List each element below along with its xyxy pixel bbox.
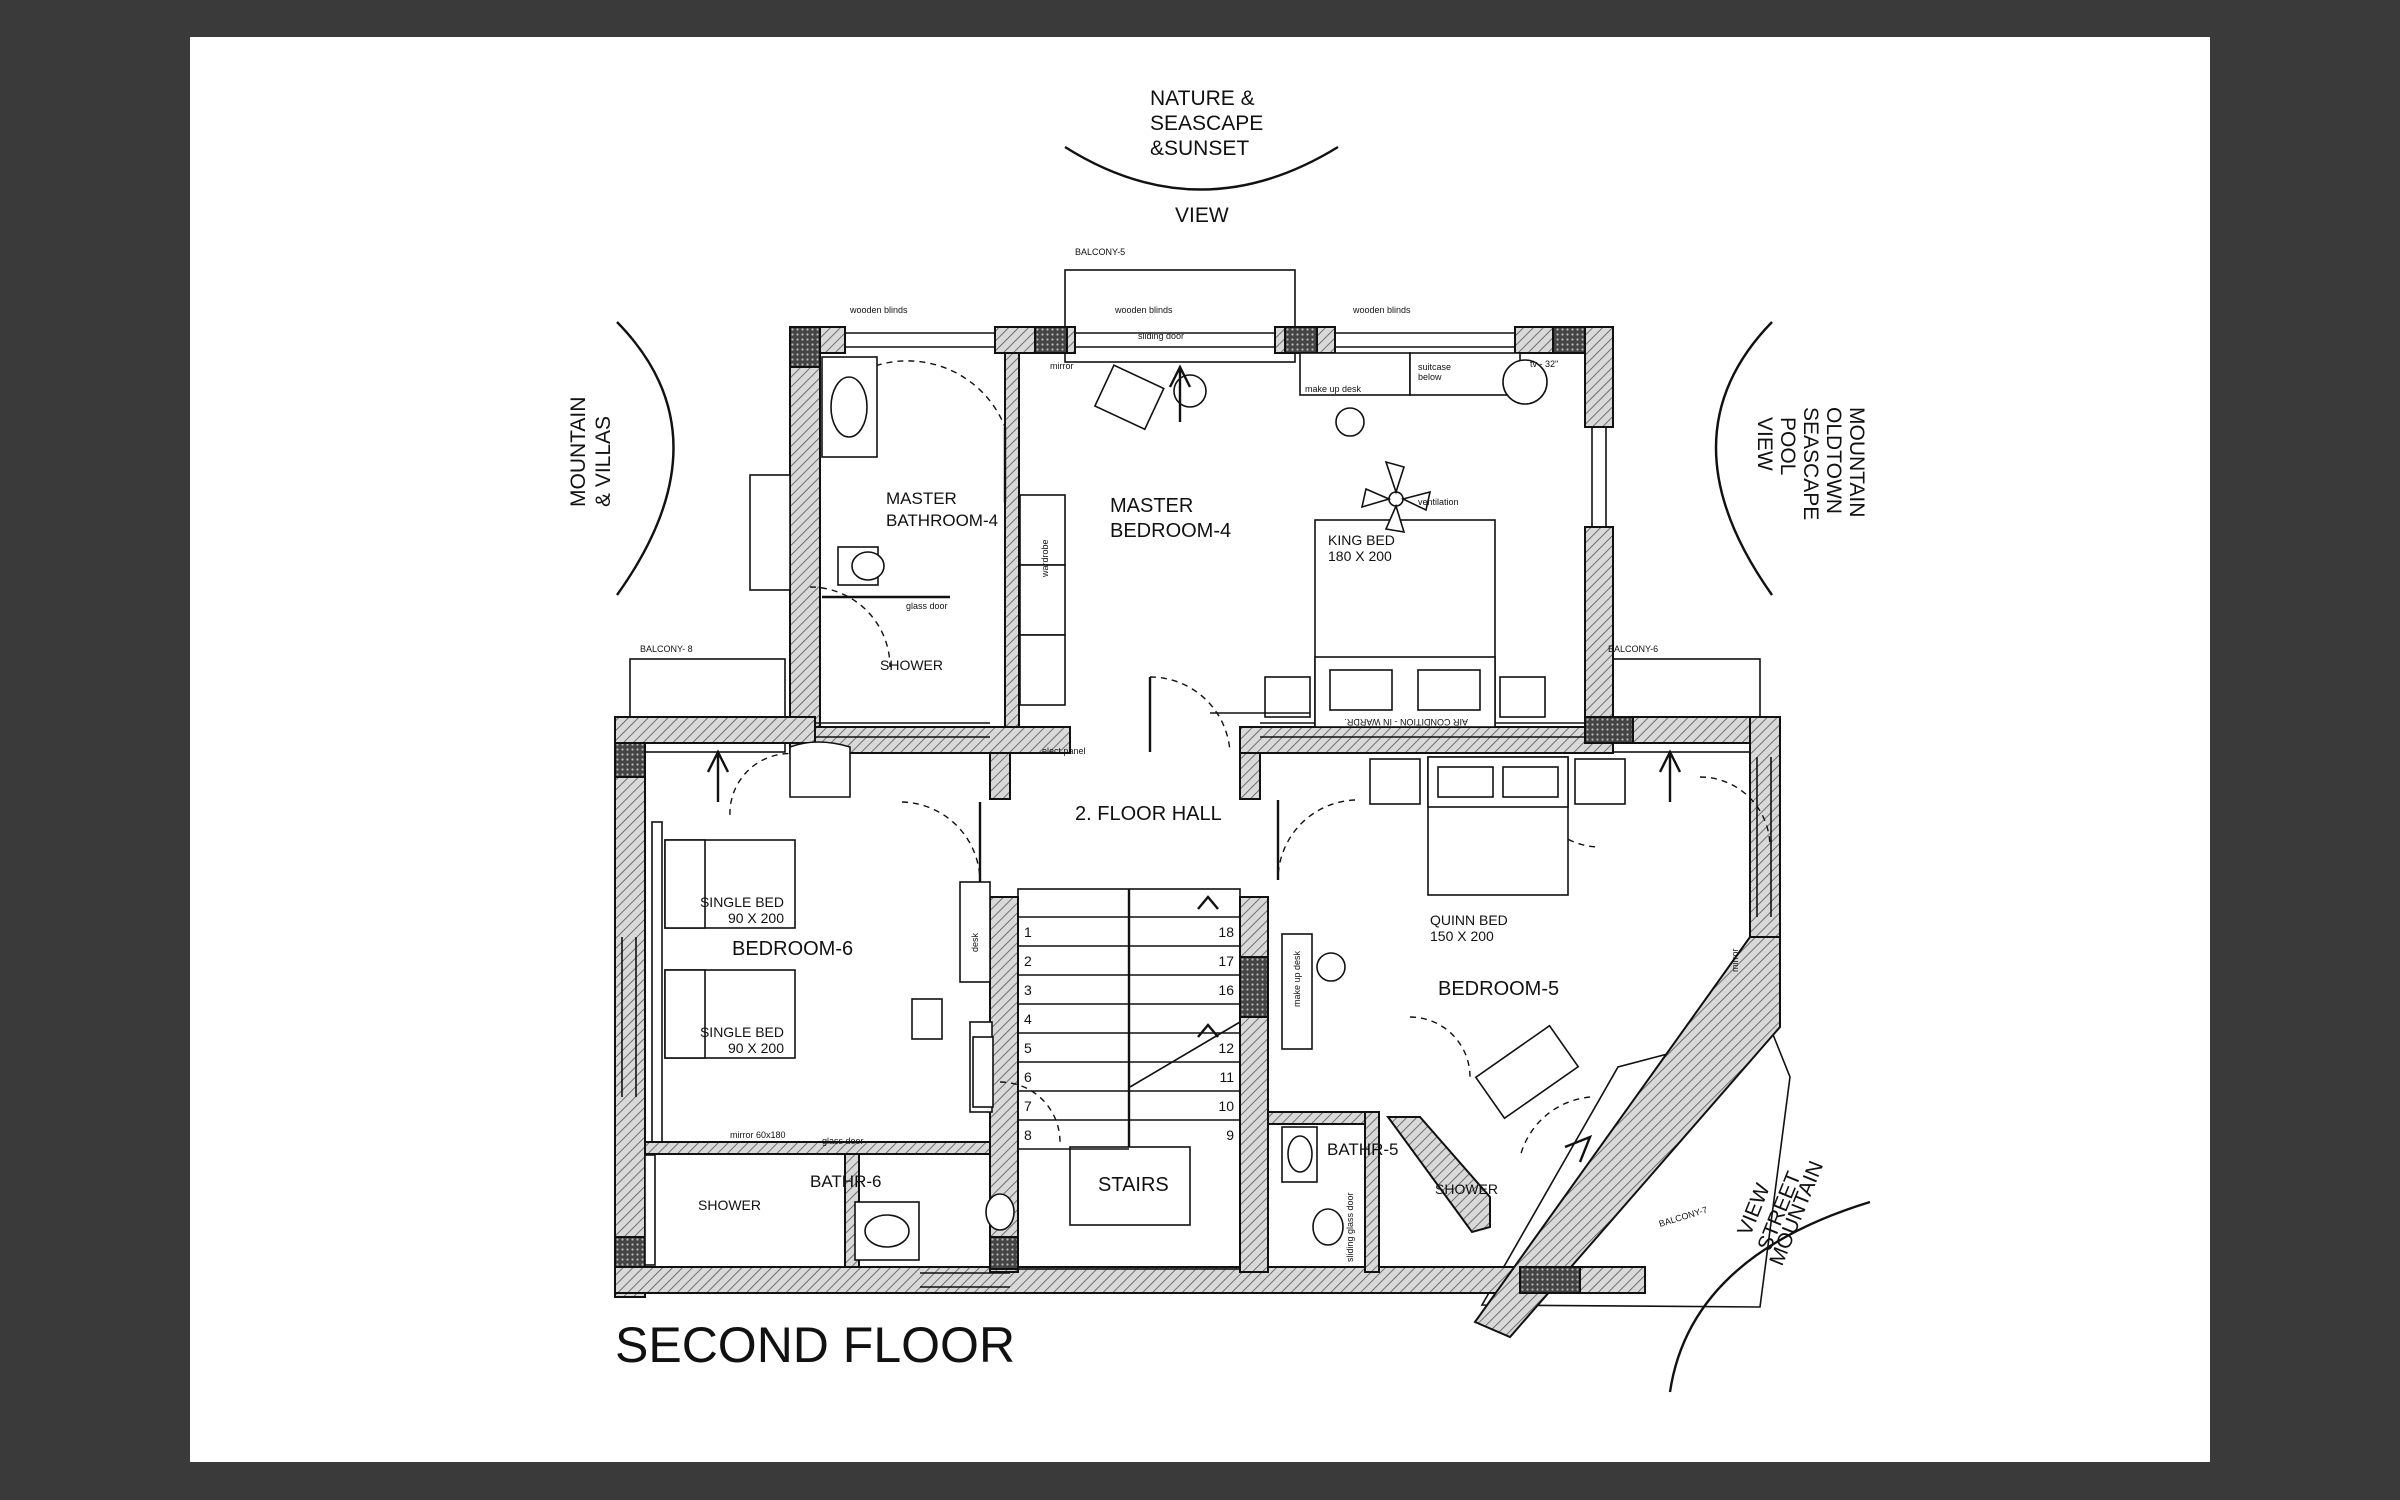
ceiling-fan-icon xyxy=(1360,460,1432,534)
stair-number: 7 xyxy=(1024,1098,1032,1114)
view-right-line4: POOL xyxy=(1776,417,1799,475)
room-master-bedroom-line1: MASTER xyxy=(1110,495,1193,517)
note-suitcase-line1: suitcase xyxy=(1418,362,1451,372)
note-mirror-1: mirror xyxy=(1050,361,1074,371)
bed-quinn-line2: 150 X 200 xyxy=(1430,928,1494,944)
room-bedroom6: BEDROOM-6 xyxy=(732,938,853,960)
bed-single1-line2: 90 X 200 xyxy=(728,910,784,926)
note-wardrobe: wardrobe xyxy=(1040,539,1050,578)
view-right-line3: SEASCAPE xyxy=(1799,407,1822,520)
bed-single1-line1: SINGLE BED xyxy=(700,894,784,910)
note-make-up-desk-2: make up desk xyxy=(1292,950,1302,1007)
stair-treads xyxy=(1018,916,1240,1150)
bed-labels: KING BED 180 X 200 QUINN BED 150 X 200 S… xyxy=(700,532,1508,1056)
note-sliding-glass-door: sliding glass door xyxy=(1345,1192,1355,1262)
stair-number: 12 xyxy=(1218,1040,1234,1056)
balconies xyxy=(629,269,1791,1308)
bed-single2-line2: 90 X 200 xyxy=(728,1040,784,1056)
note-glass-door-1: glass door xyxy=(906,601,948,611)
stair-number: 9 xyxy=(1226,1127,1234,1143)
room-shower-c: SHOWER xyxy=(1435,1181,1498,1197)
note-elect-panel: elect.panel xyxy=(1042,746,1086,756)
drawing-title: SECOND FLOOR xyxy=(615,1317,1015,1373)
stair-number: 3 xyxy=(1024,982,1032,998)
room-bedroom5: BEDROOM-5 xyxy=(1438,978,1559,1000)
room-labels: MASTER BEDROOM-4 MASTER BATHROOM-4 2. FL… xyxy=(698,489,1559,1213)
view-labels: NATURE & SEASCAPE &SUNSET VIEW MOUNTAIN … xyxy=(567,87,1868,1269)
note-tv: tv - 32" xyxy=(1530,359,1558,369)
view-left-line2: & VILLAS xyxy=(592,416,615,507)
stair-number: 18 xyxy=(1218,924,1234,940)
arrows xyxy=(706,364,1682,1163)
annotations: BALCONY-5 BALCONY- 8 BALCONY-6 BALCONY-7… xyxy=(640,247,1740,1262)
note-make-up-desk-1: make up desk xyxy=(1305,384,1362,394)
stair-number: 6 xyxy=(1024,1069,1032,1085)
stair-number: 5 xyxy=(1024,1040,1032,1056)
room-shower-b: SHOWER xyxy=(698,1197,761,1213)
furniture xyxy=(644,352,1548,1270)
room-master-bath-line1: MASTER xyxy=(886,489,957,508)
bed-king-line2: 180 X 200 xyxy=(1328,548,1392,564)
note-air-condition: AIR CONDITION - IN WARDR. xyxy=(1344,717,1468,727)
room-master-bath-line2: BATHROOM-4 xyxy=(886,511,998,530)
view-left-line1: MOUNTAIN xyxy=(567,397,590,507)
floor-plan: NATURE & SEASCAPE &SUNSET VIEW MOUNTAIN … xyxy=(567,87,1871,1393)
note-mirror-60: mirror 60x180 xyxy=(730,1130,786,1140)
view-arcs xyxy=(616,145,1871,1393)
bed-king-line1: KING BED xyxy=(1328,532,1395,548)
view-right-line2: OLDTOWN xyxy=(1822,407,1845,514)
note-ventilation: ventilation xyxy=(1418,497,1459,507)
note-wooden-blinds-1: wooden blinds xyxy=(849,305,908,315)
room-stairs: STAIRS xyxy=(1098,1174,1169,1196)
view-top-line3: &SUNSET xyxy=(1150,137,1249,160)
stair-numbers-right: 18 17 16 12 11 10 9 xyxy=(1218,924,1234,1143)
note-balcony7: BALCONY-7 xyxy=(1658,1205,1709,1229)
stair-number: 4 xyxy=(1024,1011,1032,1027)
room-hall: 2. FLOOR HALL xyxy=(1075,803,1222,825)
view-top-view: VIEW xyxy=(1175,204,1229,227)
walls xyxy=(614,326,1781,1339)
note-sliding-door: sliding door xyxy=(1138,331,1184,341)
stair-number: 10 xyxy=(1218,1098,1234,1114)
room-bathr6: BATHR-6 xyxy=(810,1172,881,1191)
note-balcony8: BALCONY- 8 xyxy=(640,644,693,654)
note-wooden-blinds-3: wooden blinds xyxy=(1352,305,1411,315)
stair-number: 16 xyxy=(1218,982,1234,998)
stair-numbers-left: 1 2 3 4 5 6 7 8 xyxy=(1024,924,1032,1143)
stair-number: 1 xyxy=(1024,924,1032,940)
note-balcony6: BALCONY-6 xyxy=(1608,644,1658,654)
view-right-line5: VIEW xyxy=(1753,417,1776,471)
doors xyxy=(729,360,1771,1158)
room-master-bedroom-line2: BEDROOM-4 xyxy=(1110,520,1231,542)
stair-number: 2 xyxy=(1024,953,1032,969)
note-balcony5: BALCONY-5 xyxy=(1075,247,1125,257)
windows xyxy=(621,332,1772,1288)
stair-number: 8 xyxy=(1024,1127,1032,1143)
furniture-bedroom5 xyxy=(1281,756,1626,1246)
view-right-line1: MOUNTAIN xyxy=(1845,407,1868,517)
stair-number: 17 xyxy=(1218,953,1234,969)
stair-number: 11 xyxy=(1219,1069,1234,1085)
note-mirror-2: mirror xyxy=(1730,949,1740,973)
drawing-sheet: NATURE & SEASCAPE &SUNSET VIEW MOUNTAIN … xyxy=(190,37,2210,1462)
note-suitcase-line2: below xyxy=(1418,372,1442,382)
view-top-line2: SEASCAPE xyxy=(1150,112,1263,135)
note-desk: desk xyxy=(970,932,980,952)
room-shower-a: SHOWER xyxy=(880,657,943,673)
note-wooden-blinds-2: wooden blinds xyxy=(1114,305,1173,315)
note-glass-door-2: glass door xyxy=(822,1136,864,1146)
room-bathr5: BATHR-5 xyxy=(1327,1140,1398,1159)
bed-single2-line1: SINGLE BED xyxy=(700,1024,784,1040)
bed-quinn-line1: QUINN BED xyxy=(1430,912,1508,928)
view-top-line1: NATURE & xyxy=(1150,87,1255,110)
